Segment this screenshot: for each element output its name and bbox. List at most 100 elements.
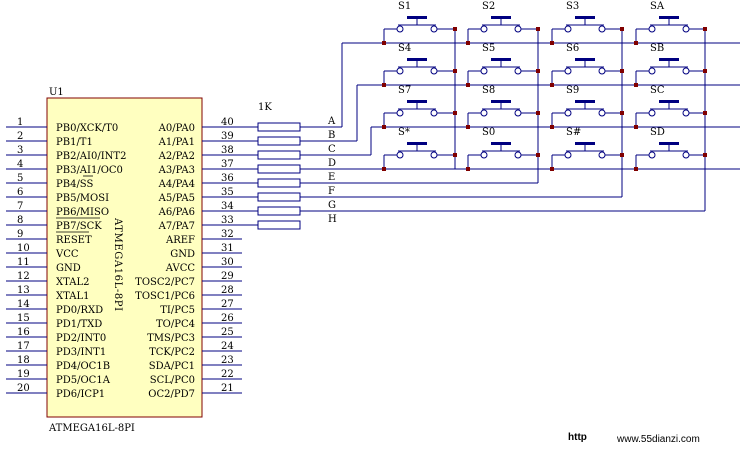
junction-dot (620, 69, 624, 73)
switch-contact (480, 151, 488, 159)
switch-actuator (407, 142, 427, 145)
junction-dot (466, 125, 470, 129)
switch-actuator (575, 16, 595, 19)
switch-contact (682, 25, 690, 33)
junction-dot (453, 27, 457, 31)
switch-contact (480, 67, 488, 75)
pin-name: PB6/MISO (56, 207, 109, 218)
switch-contact (648, 151, 656, 159)
pin-number: 40 (221, 117, 234, 128)
pin-name: TMS/PC3 (147, 333, 195, 344)
pin-name: A3/PA3 (158, 165, 195, 176)
switch-contact (514, 109, 522, 117)
junction-dot (382, 125, 386, 129)
pin-name: PB1/T1 (56, 137, 93, 148)
switch-label: S5 (482, 43, 495, 54)
switch-label: S* (398, 127, 410, 138)
net-label: F (328, 186, 335, 197)
net-label: D (328, 158, 336, 169)
switch-contact (598, 109, 606, 117)
pin-number: 17 (17, 341, 30, 352)
pin-name: A0/PA0 (158, 123, 195, 134)
switch-label: S0 (482, 127, 495, 138)
net-label: H (328, 214, 337, 225)
junction-dot (703, 111, 707, 115)
junction-dot (466, 167, 470, 171)
switch-contact (480, 109, 488, 117)
pin-name: AVCC (165, 263, 196, 274)
pin-number: 11 (17, 257, 30, 268)
switch-actuator (575, 58, 595, 61)
pin-number: 37 (221, 159, 234, 170)
junction-dot (382, 83, 386, 87)
junction-dot (466, 41, 470, 45)
resistor (257, 136, 301, 146)
pin-number: 12 (17, 271, 30, 282)
net-label: E (328, 172, 335, 183)
switch-contact (514, 25, 522, 33)
switch-contact (682, 67, 690, 75)
switch-contact (682, 151, 690, 159)
pin-name: A6/PA6 (158, 207, 195, 218)
pin-name: VCC (55, 249, 79, 260)
switch-contact (396, 25, 404, 33)
switch-contact (480, 25, 488, 33)
switch-actuator (659, 58, 679, 61)
pin-name: AREF (165, 235, 195, 246)
junction-dot (550, 41, 554, 45)
keypad-switch: S9 (551, 85, 622, 127)
pin-number: 22 (221, 369, 234, 380)
pin-number: 32 (221, 229, 234, 240)
switch-label: S3 (566, 1, 579, 12)
junction-dot (536, 69, 540, 73)
switch-contact (430, 151, 438, 159)
resistor (257, 122, 301, 132)
pin-number: 6 (17, 187, 23, 198)
pin-number: 5 (17, 173, 23, 184)
switch-label: S4 (398, 43, 411, 54)
pin-name: PD2/INT0 (56, 333, 106, 344)
pin-name: PB2/AI0/INT2 (56, 151, 126, 162)
junctions (382, 27, 707, 171)
keypad-switch: SA (635, 1, 705, 43)
switch-label: S# (566, 127, 581, 138)
switch-actuator (407, 16, 427, 19)
chip-part-bottom: ATMEGA16L-8PI (48, 423, 135, 434)
switch-contact (648, 109, 656, 117)
keypad-switch: S* (383, 127, 455, 169)
pin-number: 1 (17, 117, 23, 128)
pin-number: 25 (221, 327, 234, 338)
junction-dot (453, 69, 457, 73)
resistor (257, 206, 301, 216)
pin-number: 27 (221, 299, 234, 310)
pin-number: 38 (221, 145, 234, 156)
switch-label: S6 (566, 43, 579, 54)
switch-actuator (575, 100, 595, 103)
switch-contact (396, 151, 404, 159)
junction-dot (453, 111, 457, 115)
switch-label: SC (650, 85, 665, 96)
switch-actuator (659, 16, 679, 19)
switch-actuator (491, 58, 511, 61)
junction-dot (634, 83, 638, 87)
switch-contact (564, 109, 572, 117)
keypad-switch: SD (635, 127, 705, 169)
pin-number: 34 (221, 201, 234, 212)
switch-label: S9 (566, 85, 579, 96)
pin-name: PB3/AI1/OC0 (56, 165, 123, 176)
pin-number: 21 (221, 383, 234, 394)
switch-contact (564, 25, 572, 33)
pin-name: GND (56, 263, 81, 274)
resistor (257, 220, 301, 230)
switch-contact (396, 67, 404, 75)
switch-contact (430, 67, 438, 75)
pin-number: 31 (221, 243, 234, 254)
pin-number: 7 (17, 201, 23, 212)
pin-name: PD5/OC1A (56, 375, 111, 386)
pin-number: 15 (17, 313, 30, 324)
keypad-switch: SC (635, 85, 705, 127)
junction-dot (703, 69, 707, 73)
junction-dot (536, 27, 540, 31)
keypad-switch: S7 (383, 85, 455, 127)
